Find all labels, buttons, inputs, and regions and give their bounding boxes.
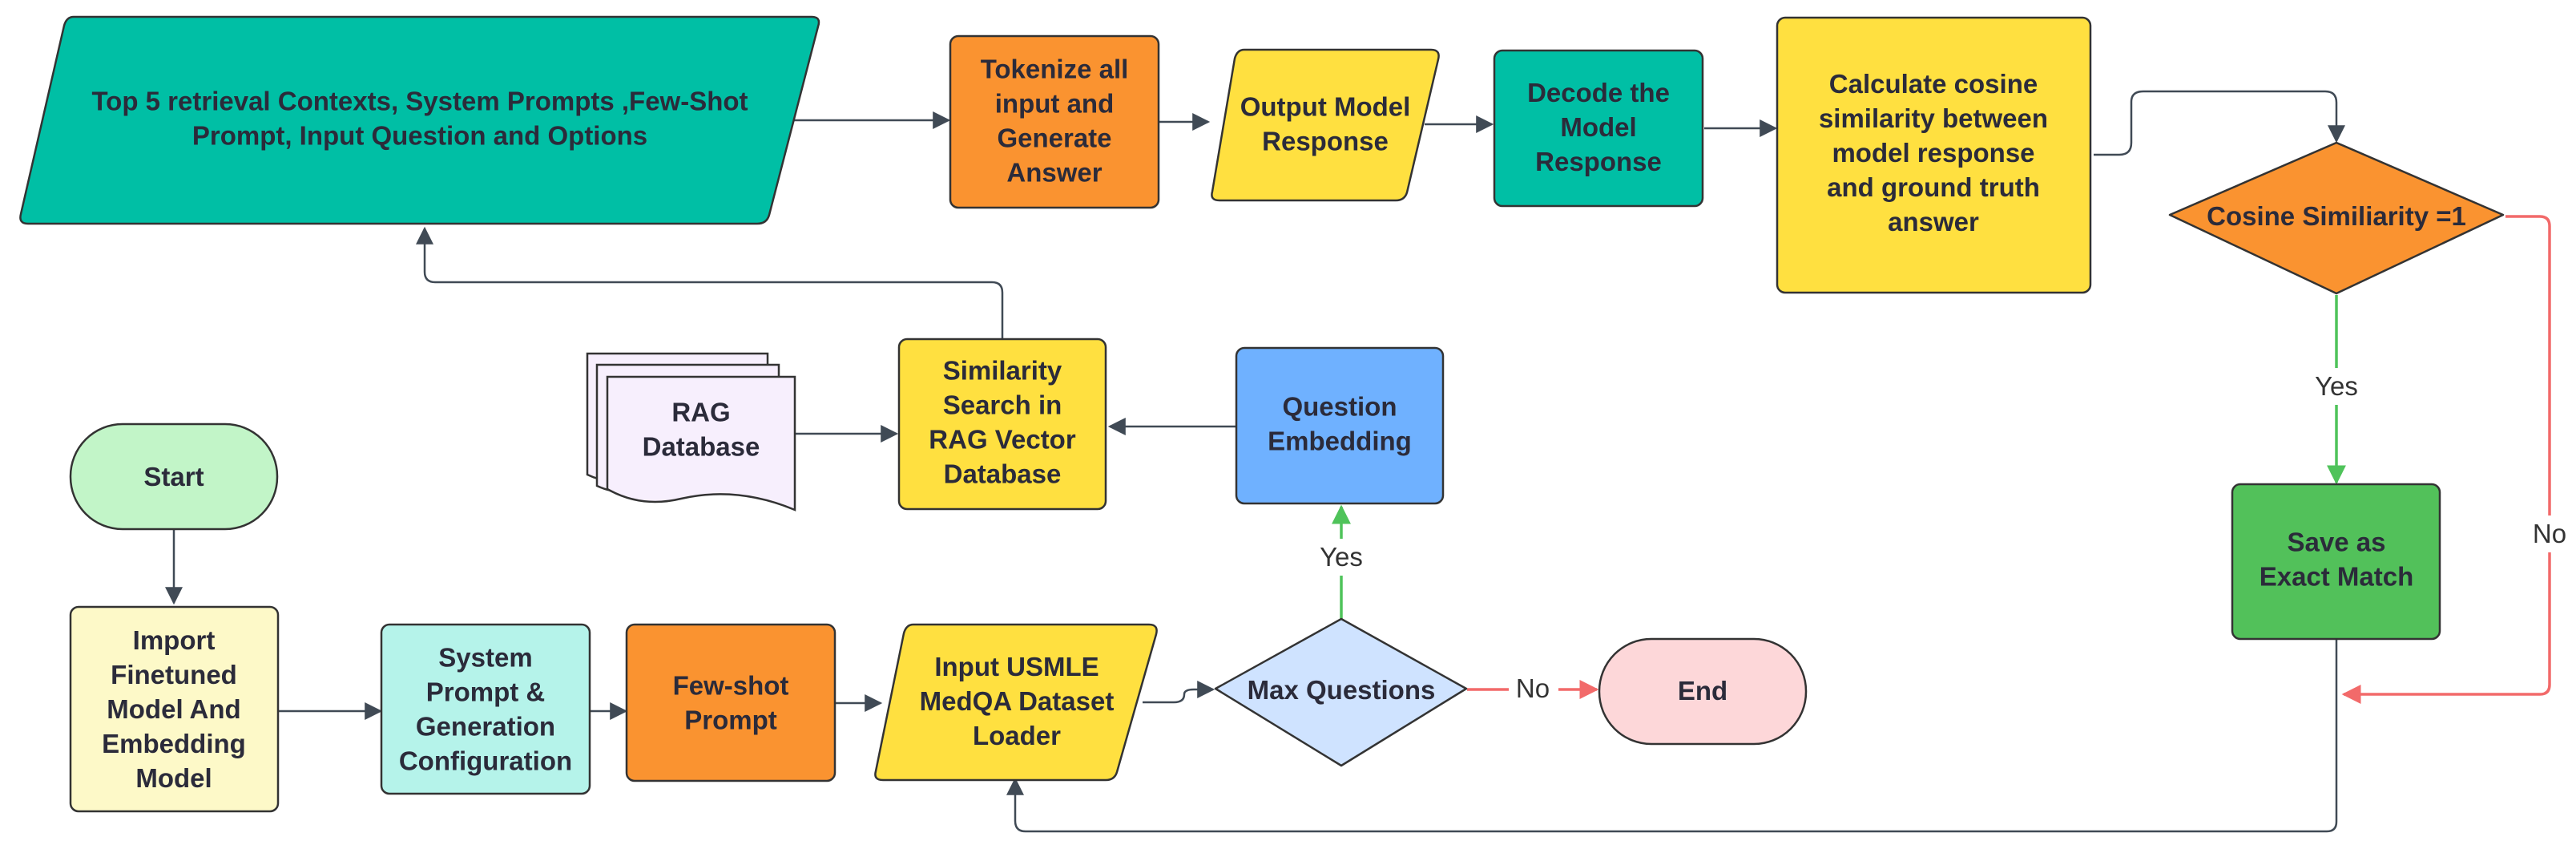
edge-label-cosine-yes: Yes — [2315, 371, 2358, 401]
label-line: Output Model — [1240, 92, 1411, 122]
edge-label-cosine-no: No — [2533, 519, 2566, 548]
edge-cosine-calc-to-check — [2094, 90, 2345, 156]
rag-database-node[interactable]: RAG Database — [586, 352, 796, 511]
label-line: Database — [944, 459, 1062, 489]
label-line: Import — [133, 625, 216, 655]
label-line: Finetuned — [111, 660, 237, 689]
label-line: Input USMLE — [934, 652, 1099, 681]
max-questions-decision[interactable]: Max Questions — [1214, 617, 1468, 767]
label-line: Response — [1262, 127, 1389, 156]
label-line: Search in — [943, 390, 1062, 420]
end-label: End — [1678, 676, 1727, 706]
edge-label-max-yes: Yes — [1320, 542, 1363, 572]
cosine-calc-node[interactable]: Calculate cosine similarity between model … — [1776, 16, 2092, 294]
cosine-calc-label: Calculate cosine similarity between model … — [1819, 69, 2048, 237]
max-questions-label: Max Questions — [1248, 675, 1436, 705]
start-node[interactable]: Start — [69, 422, 279, 531]
label-line: Tokenize all — [981, 55, 1129, 84]
edge-similarity-to-top5 — [416, 226, 1004, 339]
label-line: input and — [995, 89, 1114, 119]
top5-contexts-node[interactable]: Top 5 retrieval Contexts, System Prompts… — [19, 15, 820, 225]
label-line: Model And — [107, 694, 240, 724]
label-line: answer — [1888, 207, 1979, 237]
label-line: Prompt, Input Question and Options — [192, 121, 647, 151]
label-line: Top 5 retrieval Contexts, System Prompts… — [91, 87, 748, 116]
label-line: Embedding — [102, 729, 246, 758]
label-line: Calculate cosine — [1829, 69, 2038, 99]
label-line: Model — [135, 763, 212, 793]
edge-cosine-no — [2341, 215, 2551, 704]
label-line: RAG — [671, 398, 730, 427]
label-line: model response — [1832, 138, 2034, 168]
label-line: Question — [1282, 392, 1397, 422]
label-line: Max Questions — [1248, 675, 1436, 705]
label-line: Database — [643, 432, 760, 462]
label-line: Loader — [973, 721, 1061, 750]
label-line: Prompt — [684, 706, 777, 735]
edge-label-max-no: No — [1516, 673, 1550, 703]
start-label: Start — [143, 462, 204, 491]
label-line: Prompt & — [426, 677, 546, 707]
edge-input-to-max-questions — [1143, 681, 1215, 704]
top5-contexts-label: Top 5 retrieval Contexts, System Prompts… — [91, 87, 748, 151]
label-line: Cosine Similiarity =1 — [2207, 201, 2466, 231]
label-line: Decode the — [1527, 78, 1670, 107]
label-line: End — [1678, 676, 1727, 706]
label-line: MedQA Dataset — [920, 686, 1115, 716]
rag-database-label: RAG Database — [643, 398, 760, 462]
label-line: Embedding — [1268, 427, 1412, 456]
label-line: Response — [1535, 147, 1662, 176]
label-line: Save as — [2288, 528, 2386, 557]
label-line: Answer — [1006, 158, 1102, 188]
label-line: Exact Match — [2260, 562, 2414, 592]
label-line: RAG Vector — [929, 425, 1076, 455]
label-line: Model — [1560, 112, 1636, 142]
save-exact-match-label: Save as Exact Match — [2260, 528, 2414, 592]
cosine-check-decision[interactable]: Cosine Similiarity =1 — [2168, 141, 2505, 295]
label-line: Few-shot — [673, 671, 789, 701]
label-line: Start — [143, 462, 204, 491]
label-line: Similarity — [943, 356, 1062, 386]
save-exact-match-node[interactable]: Save as Exact Match — [2231, 483, 2441, 641]
end-node[interactable]: End — [1598, 637, 1808, 746]
label-line: Generate — [997, 123, 1111, 153]
cosine-check-label: Cosine Similiarity =1 — [2207, 201, 2466, 231]
label-line: System — [438, 643, 532, 673]
label-line: similarity between — [1819, 103, 2048, 133]
label-line: Configuration — [399, 746, 572, 776]
label-line: and ground truth — [1827, 172, 2040, 202]
edge-loop-back-to-input — [1006, 639, 2338, 833]
label-line: Generation — [416, 712, 555, 742]
